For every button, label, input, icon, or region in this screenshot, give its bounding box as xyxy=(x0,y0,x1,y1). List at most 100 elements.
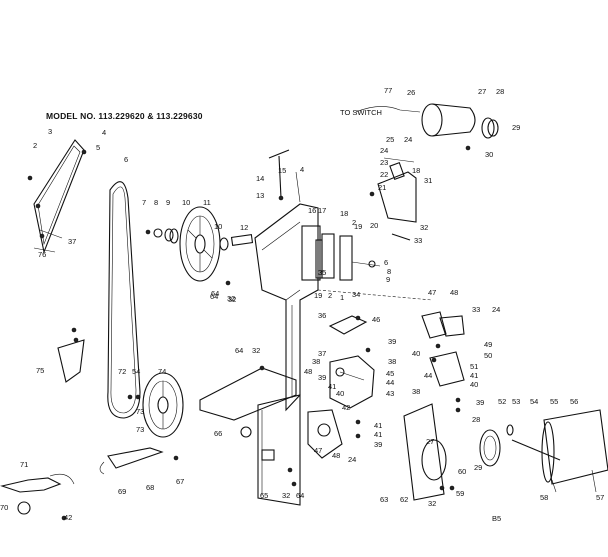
callout-c68: 68 xyxy=(146,483,154,492)
callout-c41b: 41 xyxy=(470,371,478,380)
belt-pulley-part xyxy=(403,403,561,501)
callout-c40c: 40 xyxy=(470,380,478,389)
callout-c48b: 48 xyxy=(304,367,312,376)
callout-c9b: 9 xyxy=(386,275,390,284)
callout-c5: 5 xyxy=(96,143,100,152)
callout-c69: 69 xyxy=(118,487,126,496)
callout-c14: 14 xyxy=(256,174,264,183)
callout-c48a: 48 xyxy=(450,288,458,297)
callout-c18b: 18 xyxy=(412,166,420,175)
callout-c38b: 38 xyxy=(312,357,320,366)
callout-c18a: 18 xyxy=(340,209,348,218)
callout-c21: 21 xyxy=(378,183,386,192)
lower-left-hardware xyxy=(0,339,252,521)
callout-c23: 23 xyxy=(380,158,388,167)
lower-wheel-part xyxy=(127,372,184,438)
callout-c29b: 29 xyxy=(474,463,482,472)
callout-c44b: 44 xyxy=(424,371,432,380)
callout-c51: 51 xyxy=(470,362,478,371)
callout-c42b: 42 xyxy=(64,513,72,522)
callout-c32f: 32 xyxy=(428,499,436,508)
tension-knob-part xyxy=(268,149,301,203)
callout-c63: 63 xyxy=(380,495,388,504)
callout-c27b: 27 xyxy=(426,437,434,446)
callout-c17: 17 xyxy=(318,206,326,215)
callout-c37a: 37 xyxy=(68,237,76,246)
callout-c1: 1 xyxy=(340,293,344,302)
callout-c70: 70 xyxy=(0,503,8,512)
switch-label: TO SWITCH xyxy=(340,108,382,117)
callout-c7: 7 xyxy=(142,198,146,207)
callout-c12: 12 xyxy=(240,223,248,232)
callout-c27a: 27 xyxy=(478,87,486,96)
main-frame-part xyxy=(199,203,433,506)
callout-c59: 59 xyxy=(456,489,464,498)
screw-hardware xyxy=(27,149,461,491)
callout-c64a: 64 xyxy=(211,289,219,298)
callout-c71: 71 xyxy=(20,460,28,469)
callout-c2a: 2 xyxy=(33,141,37,150)
callout-c31: 31 xyxy=(424,176,432,185)
callout-c49: 49 xyxy=(484,340,492,349)
callout-c4a: 4 xyxy=(102,128,106,137)
callout-c41c: 41 xyxy=(374,421,382,430)
callout-c66: 66 xyxy=(214,429,222,438)
callout-c13: 13 xyxy=(256,191,264,200)
callout-c2c: 2 xyxy=(328,291,332,300)
callout-c57: 57 xyxy=(596,493,604,502)
callout-c24a: 24 xyxy=(404,135,412,144)
lower-guide-part xyxy=(307,409,343,459)
callout-c26: 26 xyxy=(407,88,415,97)
callout-c6: 6 xyxy=(124,155,128,164)
callout-c39b: 39 xyxy=(318,373,326,382)
callout-c6b: 6 xyxy=(384,258,388,267)
callout-c37b: 37 xyxy=(318,349,326,358)
callout-c34: 34 xyxy=(352,290,360,299)
callout-c54a: 54 xyxy=(132,367,140,376)
callout-c75: 75 xyxy=(36,366,44,375)
callout-c54b: 54 xyxy=(530,397,538,406)
callout-c58: 58 xyxy=(540,493,548,502)
callout-c40a: 40 xyxy=(336,389,344,398)
callout-c45: 45 xyxy=(386,369,394,378)
callout-c38c: 38 xyxy=(412,387,420,396)
callout-c62: 62 xyxy=(400,495,408,504)
trunnion-part xyxy=(329,351,465,409)
callout-c9: 9 xyxy=(166,198,170,207)
callout-c64b: 64 xyxy=(210,292,218,301)
callout-c47b: 47 xyxy=(314,446,322,455)
callout-c72: 72 xyxy=(118,367,126,376)
callout-c24c: 24 xyxy=(492,305,500,314)
callout-c39a: 39 xyxy=(388,337,396,346)
callout-c32d: 32 xyxy=(252,346,260,355)
page-code: B5 xyxy=(492,514,501,523)
table-bracket-part xyxy=(328,311,465,339)
callout-c38a: 38 xyxy=(388,357,396,366)
callout-c39c: 39 xyxy=(476,398,484,407)
callout-c19b: 19 xyxy=(314,291,322,300)
upper-wheel-part xyxy=(179,206,221,282)
callout-c42a: 42 xyxy=(342,403,350,412)
callout-c24b: 24 xyxy=(380,146,388,155)
callout-c4b: 4 xyxy=(300,165,304,174)
callout-c50: 50 xyxy=(484,351,492,360)
callout-c67: 67 xyxy=(176,477,184,486)
lower-motor-part xyxy=(541,409,608,493)
callout-c73b: 73 xyxy=(136,425,144,434)
callout-c28a: 28 xyxy=(496,87,504,96)
callout-c73a: 73 xyxy=(136,407,144,416)
upper-guide-part xyxy=(301,225,381,281)
callout-c19a: 19 xyxy=(354,222,362,231)
callout-c15: 15 xyxy=(278,166,286,175)
callout-c35: 35 xyxy=(318,268,326,277)
upper-wheel-hardware xyxy=(145,228,254,286)
callout-c33a: 33 xyxy=(414,236,422,245)
callout-c60: 60 xyxy=(458,467,466,476)
callout-c47a: 47 xyxy=(428,288,436,297)
callout-c41a: 41 xyxy=(328,382,336,391)
model-number-label: MODEL NO. 113.229620 & 113.229630 xyxy=(46,111,203,121)
callout-c32c: 32 xyxy=(227,294,235,303)
callout-c10b: 10 xyxy=(214,222,222,231)
callout-c2b: 2 xyxy=(352,218,356,227)
